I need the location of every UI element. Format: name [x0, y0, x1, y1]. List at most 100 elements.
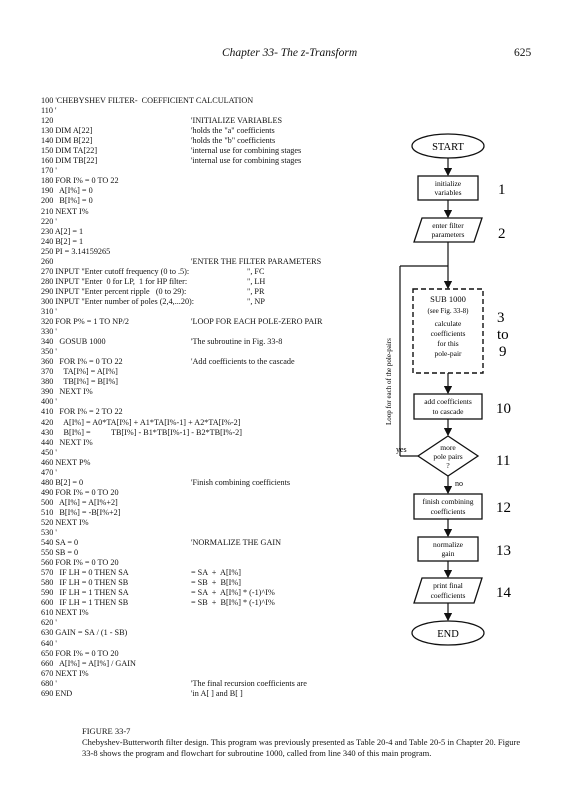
code-statement: 400 ' — [41, 397, 57, 407]
code-statement: 180 FOR I% = 0 TO 22 — [41, 176, 119, 186]
code-statement: 270 INPUT "Enter cutoff frequency (0 to … — [41, 266, 190, 276]
code-line: 280 INPUT "Enter 0 for LP, 1 for HP filt… — [41, 277, 371, 287]
code-line: 340 GOSUB 1000 'The subroutine in Fig. 33… — [41, 337, 371, 347]
code-line: 460 NEXT P% — [41, 458, 371, 468]
code-line: 100 'CHEBYSHEV FILTER- COEFFICIENT CALCU… — [41, 96, 371, 106]
code-statement: 620 ' — [41, 618, 57, 628]
code-line: 320 FOR P% = 1 TO NP/2 'LOOP FOR EACH POL… — [41, 317, 371, 327]
sub-label-d: coefficients — [431, 329, 466, 338]
figure-caption: FIGURE 33-7 Chebyshev-Butterworth filter… — [82, 726, 522, 758]
code-line: 490 FOR I% = 0 TO 20 — [41, 488, 371, 498]
flowchart: START initialize variables 1 enter filte… — [385, 133, 512, 646]
code-statement: 430 B[I%] = TB[I%] - B1*TB[I%-1] - B2*TB… — [41, 427, 242, 437]
code-statement: 210 NEXT I% — [41, 206, 89, 216]
code-statement: 350 ' — [41, 347, 57, 357]
code-line: 560 FOR I% = 0 TO 20 — [41, 558, 371, 568]
code-line: 450 ' — [41, 448, 371, 458]
step13-label-b: gain — [442, 549, 455, 558]
code-statement: 510 B[I%] = -B[I%+2] — [41, 507, 121, 517]
code-line: 130 DIM A[22]'holds the "a" coefficients — [41, 126, 371, 136]
code-comment: = SB + B[I%] — [191, 578, 241, 588]
step13-label-a: normalize — [433, 540, 464, 549]
code-line: 390 NEXT I% — [41, 387, 371, 397]
code-line: 510 B[I%] = -B[I%+2] — [41, 508, 371, 518]
code-line: 300 INPUT "Enter number of poles (2,4,..… — [41, 297, 371, 307]
code-line: 160 DIM TB[22]'internal use for combinin… — [41, 156, 371, 166]
code-statement: 590 IF LH = 1 THEN SA — [41, 588, 129, 598]
code-comment: 'LOOP FOR EACH POLE-ZERO PAIR — [191, 317, 323, 327]
code-line: 470 ' — [41, 468, 371, 478]
code-statement: 320 FOR P% = 1 TO NP/2 — [41, 317, 130, 327]
code-line: 410 FOR I% = 2 TO 22 — [41, 407, 371, 417]
code-line: 350 ' — [41, 347, 371, 357]
code-statement: 170 ' — [41, 166, 57, 176]
code-line: 150 DIM TA[22]'internal use for combinin… — [41, 146, 371, 156]
code-statement: 530 ' — [41, 528, 57, 538]
code-comment: 'The subroutine in Fig. 33-8 — [191, 337, 283, 347]
step12-label-b: coefficients — [431, 507, 466, 516]
code-line: 440 NEXT I% — [41, 438, 371, 448]
code-statement: 100 'CHEBYSHEV FILTER- COEFFICIENT CALCU… — [41, 96, 254, 105]
step14-number: 14 — [496, 585, 512, 601]
code-statement: 420 A[I%] = A0*TA[I%] + A1*TA[I%-1] + A2… — [41, 417, 241, 427]
no-label: no — [455, 479, 463, 488]
loop-label: Loop for each of the pole-pairs — [385, 338, 393, 425]
code-line: 680 ''The final recursion coefficients a… — [41, 679, 371, 689]
code-comment: ", PR — [247, 286, 265, 296]
code-line: 200 B[I%] = 0 — [41, 196, 371, 206]
sub-label-f: pole-pair — [434, 349, 462, 358]
code-statement: 480 B[2] = 0 — [41, 477, 84, 487]
code-line: 290 INPUT "Enter percent ripple (0 to 29… — [41, 287, 371, 297]
chapter-title: Chapter 33- The z-Transform — [222, 47, 358, 59]
code-line: 620 ' — [41, 618, 371, 628]
code-line: 520 NEXT I% — [41, 518, 371, 528]
step2-number: 2 — [498, 226, 506, 242]
code-line: 430 B[I%] = TB[I%] - B1*TB[I%-1] - B2*TB… — [41, 428, 371, 438]
code-line: 580 IF LH = 0 THEN SB = SB + B[I%] — [41, 578, 371, 588]
code-line: 480 B[2] = 0'Finish combining coefficien… — [41, 478, 371, 488]
code-line: 550 SB = 0 — [41, 548, 371, 558]
step10-number: 10 — [496, 401, 511, 417]
code-statement: 440 NEXT I% — [41, 437, 93, 447]
step12-label-a: finish combining — [422, 497, 473, 506]
code-statement: 130 DIM A[22] — [41, 126, 93, 136]
code-comment: ", LH — [247, 276, 266, 286]
code-statement: 230 A[2] = 1 — [41, 226, 84, 236]
step2-label-b: parameters — [432, 230, 465, 239]
step2-label-a: enter filter — [432, 221, 464, 230]
decision-label-c: ? — [446, 461, 450, 470]
code-line: 180 FOR I% = 0 TO 22 — [41, 176, 371, 186]
code-line: 210 NEXT I% — [41, 207, 371, 217]
step11-number: 11 — [496, 453, 510, 469]
code-line: 540 SA = 0'NORMALIZE THE GAIN — [41, 538, 371, 548]
code-statement: 670 NEXT I% — [41, 668, 89, 678]
code-statement: 570 IF LH = 0 THEN SA — [41, 568, 129, 578]
code-comment: 'INITIALIZE VARIABLES — [191, 116, 282, 126]
decision-label-b: pole pairs — [433, 452, 462, 461]
code-line: 600 IF LH = 1 THEN SB= SB + B[I%] * (-1)… — [41, 598, 371, 608]
code-comment: 'internal use for combining stages — [191, 146, 302, 156]
step13-number: 13 — [496, 543, 511, 559]
decision-label-a: more — [440, 443, 456, 452]
code-statement: 370 TA[I%] = A[I%] — [41, 367, 118, 377]
code-statement: 600 IF LH = 1 THEN SB — [41, 598, 129, 608]
step1-label-b: variables — [434, 188, 461, 197]
code-statement: 200 B[I%] = 0 — [41, 196, 93, 206]
code-line: 640 ' — [41, 639, 371, 649]
code-statement: 580 IF LH = 0 THEN SB — [41, 578, 129, 588]
print-final-coefficients-box — [413, 577, 483, 604]
code-line: 120'INITIALIZE VARIABLES — [41, 116, 371, 126]
code-line: 250 PI = 3.14159265 — [41, 247, 371, 257]
code-statement: 520 NEXT I% — [41, 517, 89, 527]
code-line: 110 ' — [41, 106, 371, 116]
code-statement: 300 INPUT "Enter number of poles (2,4,..… — [41, 296, 195, 306]
code-statement: 650 FOR I% = 0 TO 20 — [41, 648, 119, 658]
code-line: 570 IF LH = 0 THEN SA= SA + A[I%] — [41, 568, 371, 578]
caption-text: Chebyshev-Butterworth filter design. Thi… — [82, 736, 521, 758]
code-statement: 220 ' — [41, 216, 57, 226]
code-line: 380 TB[I%] = B[I%] — [41, 377, 371, 387]
code-statement: 250 PI = 3.14159265 — [41, 246, 111, 256]
program-listing: 100 'CHEBYSHEV FILTER- COEFFICIENT CALCU… — [41, 96, 371, 699]
code-statement: 340 GOSUB 1000 — [41, 337, 106, 347]
code-statement: 550 SB = 0 — [41, 548, 79, 558]
